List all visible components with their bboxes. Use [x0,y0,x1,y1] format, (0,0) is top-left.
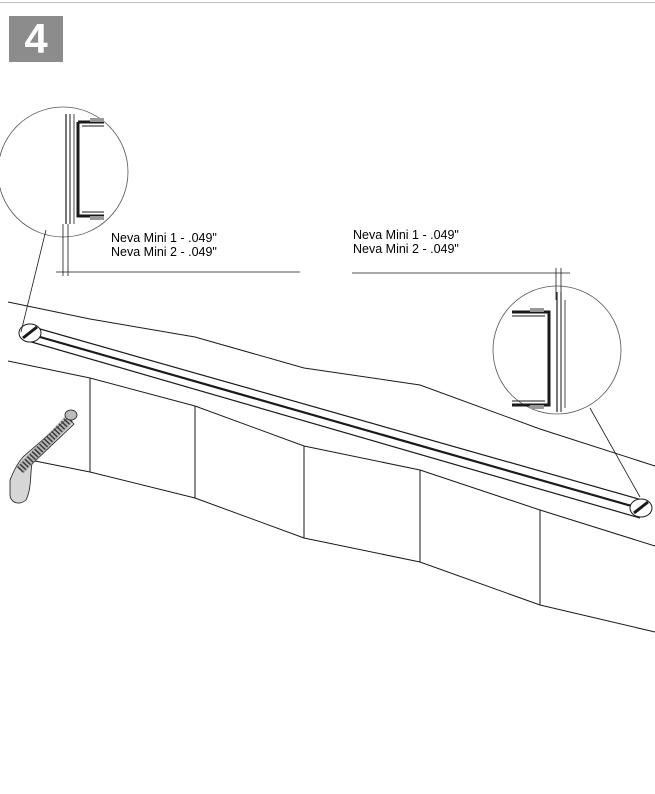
detail-circle-right [492,285,641,498]
callout-left: Neva Mini 1 - .049" Neva Mini 2 - .049" [111,231,217,259]
callout-right-line2: Neva Mini 2 - .049" [353,242,459,256]
callout-left-line2: Neva Mini 2 - .049" [111,245,217,259]
callout-right: Neva Mini 1 - .049" Neva Mini 2 - .049" [353,228,459,256]
detail-circle-left [0,106,129,333]
dimension-right [352,268,570,300]
dimension-left [56,224,300,276]
caulk-tube-icon [9,409,78,504]
step-number-badge: 4 [9,16,63,62]
extrusion-rail [18,323,653,519]
wall-upper-edge [7,301,655,467]
callout-right-line1: Neva Mini 1 - .049" [353,228,459,242]
wall-tiles [7,301,655,633]
callout-left-line1: Neva Mini 1 - .049" [111,231,217,245]
top-rule [0,2,655,3]
